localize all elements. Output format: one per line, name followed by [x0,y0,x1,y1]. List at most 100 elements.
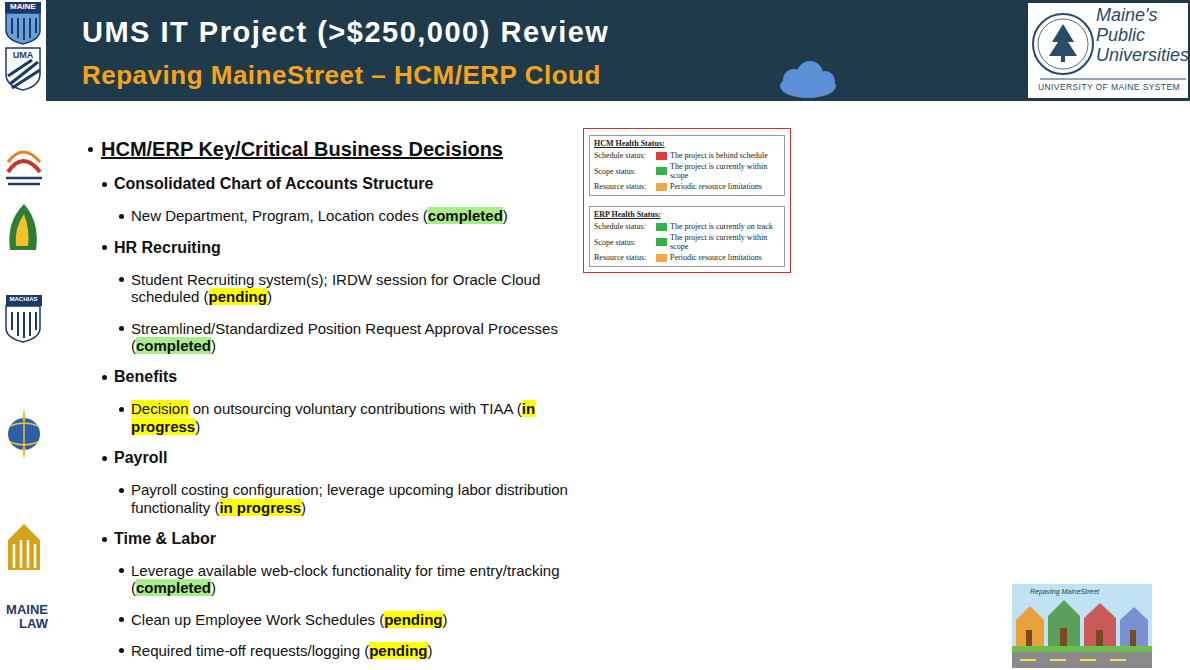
bullet-dot [102,456,107,461]
bullet-dot [102,537,107,542]
campus-logos-part [12,312,36,338]
bullet-dot [119,568,124,573]
status-table: HCM Health Status: Schedule status: The pr… [589,135,785,196]
bullet-text: on outsourcing voluntary contributions w… [189,400,522,417]
status-highlight: in progress [219,499,301,516]
status-highlight: pending [369,642,427,659]
street-illustration-part [1130,630,1136,646]
bullet-text: Required time-off requests/logging ( [131,642,369,659]
table-cell: The project is currently within scope [670,233,780,251]
bullet-dot [88,147,93,152]
campus-logos-part [6,138,42,190]
table-cell: Schedule status: [594,151,656,160]
table-cell: Schedule status: [594,222,656,231]
bullet-text: Payroll [114,449,167,466]
bullet-dot [119,648,124,653]
system-logo-part [1040,79,1186,80]
bullet-line: Leverage available web-clock functionali… [131,562,576,597]
status-highlight: pending [384,611,442,628]
bullet-dot [119,488,124,493]
status-highlight: Decision [131,400,189,417]
status-swatch [656,254,667,262]
campus-logos-part [10,418,38,450]
campus-logos-part [9,204,37,250]
table-cell: Scope status: [594,167,656,176]
campus-logos-part [12,18,36,40]
status-highlight: completed [428,207,503,224]
slide-subtitle: Repaving MaineStreet – HCM/ERP Cloud [82,60,782,91]
status-highlight: pending [209,288,267,305]
campus-logos-part [8,60,40,88]
table-heading: HCM Health Status: [594,139,780,148]
table-cell: Resource status: [594,253,656,262]
bullet-text: Clean up Employee Work Schedules ( [131,611,384,628]
table-row: Resource status:Periodic resource limita… [594,182,780,191]
status-highlight: completed [136,337,211,354]
bullet-text: ) [267,288,272,305]
bullet-line: Time & Labor [114,530,574,548]
campus-logos-part [0,408,26,460]
system-logo-part [1038,19,1088,69]
cloud-icon-part [815,71,835,91]
status-highlight: completed [136,579,211,596]
bullet-text: HCM/ERP Key/Critical Business Decisions [101,138,503,160]
bullet-text: Time & Labor [114,530,216,547]
street-illustration [1012,584,1152,668]
bullet-dot [119,407,124,412]
table-heading: ERP Health Status: [594,210,780,219]
campus-logos-part [16,214,29,246]
table-cell: The project is currently within scope [670,162,780,180]
table-cell: The project is behind schedule [670,151,780,160]
logo-wordmark: Maine's Public Universities [1096,6,1188,65]
bullet-text: ) [443,611,448,628]
campus-logos-part [6,295,42,306]
bullet-dot [102,182,107,187]
bullet-line: HCM/ERP Key/Critical Business Decisions [101,138,581,161]
campus-logos-part [5,2,41,13]
title-band [46,0,1190,101]
street-illustration-part [1012,646,1152,652]
campus-logos-part [8,152,40,162]
bullet-text: ) [503,207,508,224]
system-logo-part [1061,56,1065,62]
campus-logos-part [8,161,40,172]
status-swatch [656,167,667,175]
street-illustration-part [1084,603,1116,646]
bullet-text: Payroll costing configuration; leverage … [131,481,568,515]
bullet-line: Required time-off requests/logging (pend… [131,642,576,659]
table-cell: Periodic resource limitations [670,182,780,191]
street-illustration-part [1020,659,1126,661]
bullet-dot [102,245,107,250]
campus-logos-part [6,178,42,184]
campus-logos-part [6,48,40,90]
bullet-line: HR Recruiting [114,239,574,257]
campus-logo-text: MAINE LAW [2,603,48,630]
table-cell: The project is currently on track [670,222,780,231]
campus-logos-part [8,524,40,570]
bullet-line: New Department, Program, Location codes … [131,207,576,224]
campus-logo-text: UMA [6,50,40,60]
table-row: Resource status: Periodic resource limita… [594,253,780,262]
bullet-line: Payroll [114,449,574,467]
table-row: Scope status: The project is currently wi… [594,162,780,180]
status-swatch [656,223,667,231]
system-logo-part [1033,14,1093,74]
bullet-dot [119,326,124,331]
bullet-line: Consolidated Chart of Accounts Structure [114,175,574,193]
system-logo-part [1049,24,1077,56]
bullet-dot [119,277,124,282]
campus-logo-text: MAINE [5,3,41,12]
illustration-caption: Repaving MaineStreet [1030,588,1142,595]
bullet-dot [102,375,107,380]
cloud-icon [780,61,836,98]
street-illustration-part [1012,584,1152,668]
table-row: Schedule status: The project is currently… [594,222,780,231]
campus-logos-part [14,540,35,568]
street-illustration-part [1012,652,1152,668]
campus-logos-part [8,418,40,450]
system-logo [1028,3,1188,98]
bullet-line: Streamlined/Standardized Position Reques… [131,320,576,355]
street-illustration-part [1016,606,1044,646]
table-cell: Periodic resource limitations [670,253,780,262]
